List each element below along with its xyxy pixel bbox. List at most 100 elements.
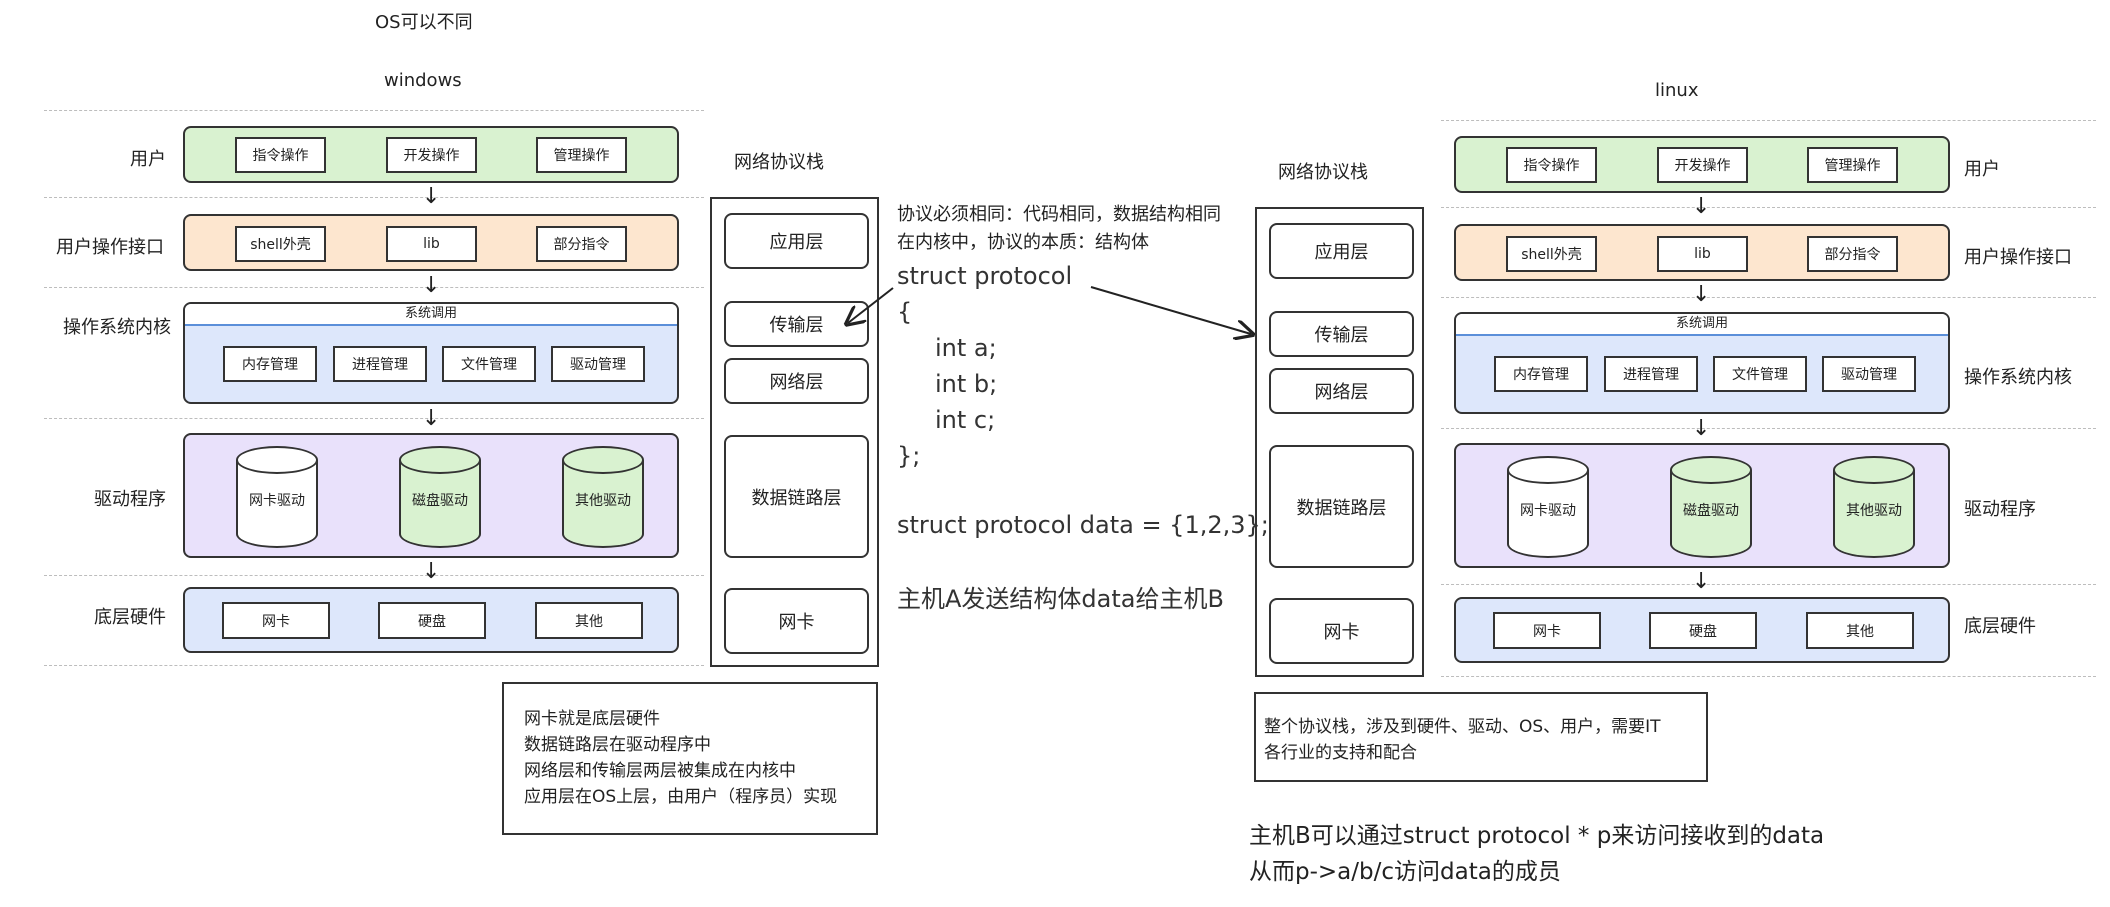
- down-arrow-icon: ↓: [1692, 282, 1711, 307]
- kernel-op-box: 进程管理: [1604, 356, 1698, 392]
- user-band: 指令操作 开发操作 管理操作: [183, 126, 679, 183]
- driver-cylinder: 磁盘驱动: [399, 446, 481, 548]
- protocol-note-2: 在内核中，协议的本质：结构体: [897, 232, 1149, 253]
- user-op-box: 指令操作: [235, 137, 326, 173]
- divider: [44, 197, 704, 198]
- syscall-label: 系统调用: [1456, 314, 1948, 336]
- api-op-box: lib: [1657, 236, 1748, 272]
- bottom-note-1: 主机B可以通过struct protocol * p来访问接收到的data: [1249, 823, 1825, 849]
- api-band: shell外壳 lib 部分指令: [1454, 224, 1950, 281]
- hardware-band: 网卡 硬盘 其他: [183, 587, 679, 653]
- user-op-box: 指令操作: [1506, 147, 1597, 183]
- down-arrow-icon: ↓: [422, 559, 441, 584]
- row-label-kernel: 操作系统内核: [1964, 367, 2072, 388]
- api-op-box: 部分指令: [1807, 236, 1898, 272]
- divider: [1441, 207, 2096, 208]
- protocol-note-1: 协议必须相同：代码相同，数据结构相同: [897, 204, 1221, 225]
- api-band: shell外壳 lib 部分指令: [183, 214, 679, 271]
- code-line: int b;: [935, 370, 998, 398]
- driver-cylinder: 其他驱动: [1833, 456, 1915, 558]
- network-stack: 应用层 传输层 网络层 数据链路层 网卡: [710, 197, 879, 667]
- hardware-box: 硬盘: [1649, 612, 1757, 649]
- hardware-box: 硬盘: [378, 602, 486, 639]
- api-op-box: lib: [386, 226, 477, 262]
- stack-layer: 传输层: [724, 301, 869, 347]
- kernel-op-box: 文件管理: [442, 346, 536, 382]
- divider: [1441, 428, 2096, 429]
- kernel-op-box: 驱动管理: [1822, 356, 1916, 392]
- kernel-op-box: 驱动管理: [551, 346, 645, 382]
- driver-cylinder: 其他驱动: [562, 446, 644, 548]
- stack-title: 网络协议栈: [734, 152, 824, 173]
- stack-layer: 网卡: [724, 588, 869, 654]
- hardware-box: 网卡: [222, 602, 330, 639]
- stack-layer: 数据链路层: [1269, 445, 1414, 568]
- row-label-user: 用户: [1964, 159, 2000, 180]
- bottom-note-2: 从而p->a/b/c访问data的成员: [1249, 859, 1561, 885]
- driver-cylinder: 磁盘驱动: [1670, 456, 1752, 558]
- data-declaration: struct protocol data = {1,2,3};: [897, 511, 1269, 539]
- driver-cylinder: 网卡驱动: [1507, 456, 1589, 558]
- divider: [44, 287, 704, 288]
- note-line: 各行业的支持和配合: [1264, 743, 1417, 763]
- divider: [44, 665, 704, 666]
- divider: [1441, 297, 2096, 298]
- kernel-band: 系统调用 内存管理 进程管理 文件管理 驱动管理: [183, 302, 679, 404]
- hardware-band: 网卡 硬盘 其他: [1454, 597, 1950, 663]
- down-arrow-icon: ↓: [422, 184, 441, 209]
- user-band: 指令操作 开发操作 管理操作: [1454, 136, 1950, 193]
- down-arrow-icon: ↓: [1692, 569, 1711, 594]
- driver-label: 磁盘驱动: [412, 493, 468, 509]
- syscall-label: 系统调用: [185, 304, 677, 326]
- down-arrow-icon: ↓: [422, 406, 441, 431]
- row-label-driver: 驱动程序: [94, 489, 166, 510]
- note-line: 网络层和传输层两层被集成在内核中: [524, 761, 796, 781]
- stack-layer: 传输层: [1269, 311, 1414, 357]
- send-text: 主机A发送结构体data给主机B: [897, 585, 1224, 613]
- user-op-box: 管理操作: [536, 137, 627, 173]
- row-label-kernel: 操作系统内核: [63, 317, 171, 338]
- kernel-op-box: 内存管理: [223, 346, 317, 382]
- user-op-box: 开发操作: [1657, 147, 1748, 183]
- driver-band: 网卡驱动 磁盘驱动 其他驱动: [1454, 443, 1950, 568]
- hardware-box: 其他: [535, 602, 643, 639]
- driver-label: 其他驱动: [1846, 503, 1902, 519]
- row-label-driver: 驱动程序: [1964, 499, 2036, 520]
- kernel-band: 系统调用 内存管理 进程管理 文件管理 驱动管理: [1454, 312, 1950, 414]
- linux-title: linux: [1655, 80, 1699, 101]
- left-note-box: 网卡就是底层硬件 数据链路层在驱动程序中 网络层和传输层两层被集成在内核中 应用…: [502, 682, 878, 835]
- api-op-box: 部分指令: [536, 226, 627, 262]
- divider: [44, 110, 704, 111]
- row-label-hw: 底层硬件: [94, 607, 166, 628]
- code-line: {: [897, 298, 913, 326]
- kernel-op-box: 内存管理: [1494, 356, 1588, 392]
- stack-title: 网络协议栈: [1278, 162, 1368, 183]
- stack-layer: 网卡: [1269, 598, 1414, 664]
- code-line: int a;: [935, 334, 997, 362]
- hardware-box: 其他: [1806, 612, 1914, 649]
- row-label-api: 用户操作接口: [1964, 247, 2072, 268]
- stack-layer: 数据链路层: [724, 435, 869, 558]
- divider: [44, 418, 704, 419]
- down-arrow-icon: ↓: [1692, 194, 1711, 219]
- driver-label: 网卡驱动: [1520, 503, 1576, 519]
- row-label-user: 用户: [130, 149, 166, 170]
- divider: [44, 575, 704, 576]
- os-diff-label: OS可以不同: [375, 12, 473, 33]
- driver-cylinder: 网卡驱动: [236, 446, 318, 548]
- divider: [1441, 584, 2096, 585]
- hardware-box: 网卡: [1493, 612, 1601, 649]
- kernel-op-box: 进程管理: [333, 346, 427, 382]
- note-line: 整个协议栈，涉及到硬件、驱动、OS、用户，需要IT: [1264, 717, 1661, 737]
- user-op-box: 管理操作: [1807, 147, 1898, 183]
- stack-layer: 网络层: [724, 358, 869, 404]
- code-line: };: [897, 442, 921, 470]
- row-label-api: 用户操作接口: [56, 237, 164, 258]
- down-arrow-icon: ↓: [422, 273, 441, 298]
- divider: [1441, 120, 2096, 121]
- driver-band: 网卡驱动 磁盘驱动 其他驱动: [183, 433, 679, 558]
- arrow-to-remote-stack: [1090, 286, 1251, 334]
- user-op-box: 开发操作: [386, 137, 477, 173]
- api-op-box: shell外壳: [235, 226, 326, 262]
